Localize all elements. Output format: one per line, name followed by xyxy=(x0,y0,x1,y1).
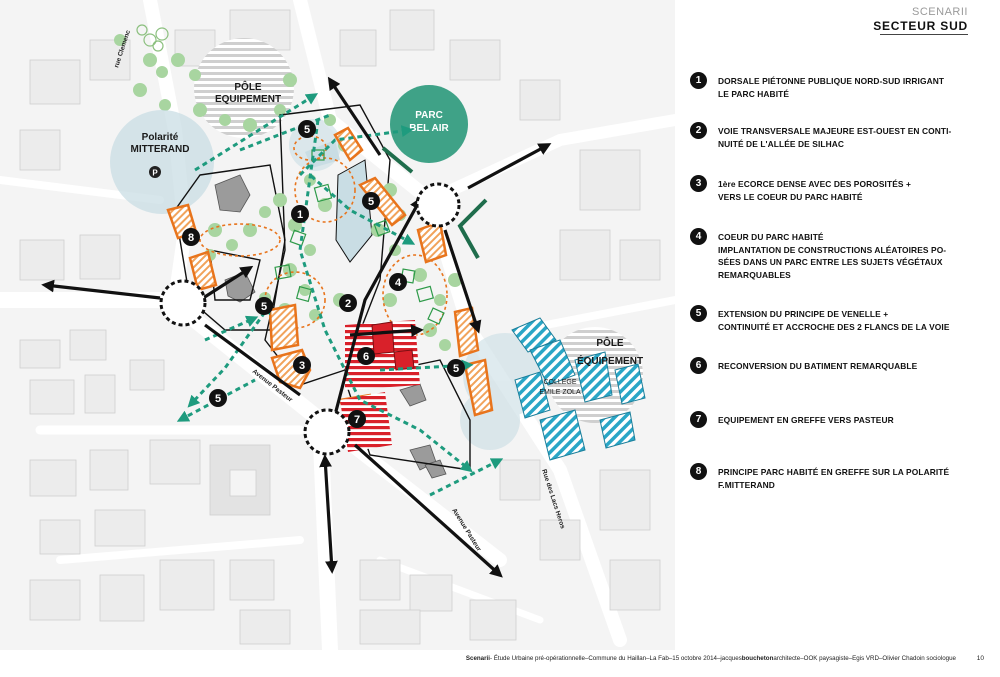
marker-5e: 5 xyxy=(447,359,465,377)
parc-label-1: PARC xyxy=(415,110,443,121)
map-markers: 1 2 3 4 5 5 5 5 5 6 7 8 xyxy=(182,120,465,428)
marker-5b: 5 xyxy=(362,192,380,210)
black-arrows xyxy=(41,76,552,578)
urban-fabric xyxy=(19,9,661,645)
page-header: SCENARII SECTEUR SUD xyxy=(873,6,968,33)
marker-5a: 5 xyxy=(298,120,316,138)
legend-number: 3 xyxy=(690,175,707,192)
orange-buildings xyxy=(166,126,494,426)
parking-label: P xyxy=(152,169,158,178)
pole-north-label-1: PÔLE xyxy=(234,80,262,93)
legend-text: 1ère ECORCE DENSE AVEC DES POROSITÉS + V… xyxy=(718,179,911,202)
map-canvas: PÔLE EQUIPEMENT Polarité MITTERAND P xyxy=(0,0,675,650)
footer-brand: Scenarii xyxy=(465,655,490,662)
legend-text: VOIE TRANSVERSALE MAJEURE EST-OUEST EN C… xyxy=(718,126,952,149)
svg-text:3: 3 xyxy=(299,360,305,372)
marker-5d: 5 xyxy=(209,389,227,407)
legend-text: PRINCIPE PARC HABITÉ EN GREFFE SUR LA PO… xyxy=(718,467,950,490)
footer-bold: boucheton xyxy=(741,655,774,662)
svg-text:5: 5 xyxy=(453,363,459,375)
legend-text: EXTENSION DU PRINCIPE DE VENELLE + CONTI… xyxy=(718,309,950,332)
legend-number: 1 xyxy=(690,72,707,89)
svg-text:2: 2 xyxy=(345,298,351,310)
parc-bel-air: PARC BEL AIR xyxy=(381,85,488,259)
college-label-2: EMILE ZOLA xyxy=(539,389,581,396)
marker-8: 8 xyxy=(182,228,200,246)
pole-east-label-1: PÔLE xyxy=(596,336,624,349)
svg-text:7: 7 xyxy=(354,414,360,426)
footer-after: architecte–OOK paysagiste–Egis VRD–Olivi… xyxy=(773,655,956,662)
svg-text:5: 5 xyxy=(215,393,221,405)
pole-north-label-2: EQUIPEMENT xyxy=(215,94,281,105)
green-dashed-arrows xyxy=(176,93,504,497)
legend-number: 5 xyxy=(690,305,707,322)
svg-text:5: 5 xyxy=(261,301,267,313)
pole-equipement-north: PÔLE EQUIPEMENT xyxy=(194,38,294,138)
pole-east-label-2: ÉQUIPEMENT xyxy=(577,354,643,367)
page-number: 10 xyxy=(976,655,984,662)
svg-text:5: 5 xyxy=(368,196,374,208)
svg-text:6: 6 xyxy=(363,351,369,363)
page-footer: Scenarii- Étude Urbaine pré-opérationnel… xyxy=(0,650,1000,677)
svg-text:5: 5 xyxy=(304,124,310,136)
marker-7: 7 xyxy=(348,410,366,428)
footer-before: - Étude Urbaine pré-opérationnelle–Commu… xyxy=(489,655,742,662)
college-label-1: COLLEGE xyxy=(543,379,576,386)
legend-number: 4 xyxy=(690,228,707,245)
trees-north xyxy=(114,34,297,132)
svg-text:1: 1 xyxy=(297,209,303,221)
reconversion-block xyxy=(340,320,420,452)
marker-4: 4 xyxy=(389,273,407,291)
header-title: SECTEUR SUD xyxy=(873,19,968,33)
marker-5c: 5 xyxy=(255,297,273,315)
marker-2: 2 xyxy=(339,294,357,312)
legend-text: EQUIPEMENT EN GREFFE VERS PASTEUR xyxy=(718,415,894,425)
parc-label-2: BEL AIR xyxy=(409,123,449,134)
svg-text:8: 8 xyxy=(188,232,194,244)
scenario-map: PÔLE EQUIPEMENT Polarité MITTERAND P xyxy=(0,0,675,650)
roundabouts xyxy=(159,182,461,456)
legend-number: 2 xyxy=(690,122,707,139)
legend-number: 8 xyxy=(690,463,707,480)
polarite-label-1: Polarité xyxy=(142,132,179,143)
trees-top-outline xyxy=(136,24,169,52)
svg-text:4: 4 xyxy=(395,277,402,289)
marker-3: 3 xyxy=(293,356,311,374)
header-divider xyxy=(880,34,968,35)
marker-1: 1 xyxy=(291,205,309,223)
legend-text: COEUR DU PARC HABITÉ IMPLANTATION DE CON… xyxy=(718,232,947,280)
legend-text: DORSALE PIÉTONNE PUBLIQUE NORD-SUD IRRIG… xyxy=(718,76,945,99)
footer-credits: Scenarii- Étude Urbaine pré-opérationnel… xyxy=(466,655,956,662)
pole-equipement-east: PÔLE ÉQUIPEMENT COLLEGE EMILE ZOLA xyxy=(511,317,646,461)
marker-6: 6 xyxy=(357,347,375,365)
polarite-mitterand: Polarité MITTERAND P xyxy=(110,110,214,214)
header-category: SCENARII xyxy=(912,6,968,18)
legend-number: 7 xyxy=(690,411,707,428)
legend-number: 6 xyxy=(690,357,707,374)
legend-text: RECONVERSION DU BATIMENT REMARQUABLE xyxy=(718,361,918,371)
polarite-label-2: MITTERAND xyxy=(131,144,190,155)
